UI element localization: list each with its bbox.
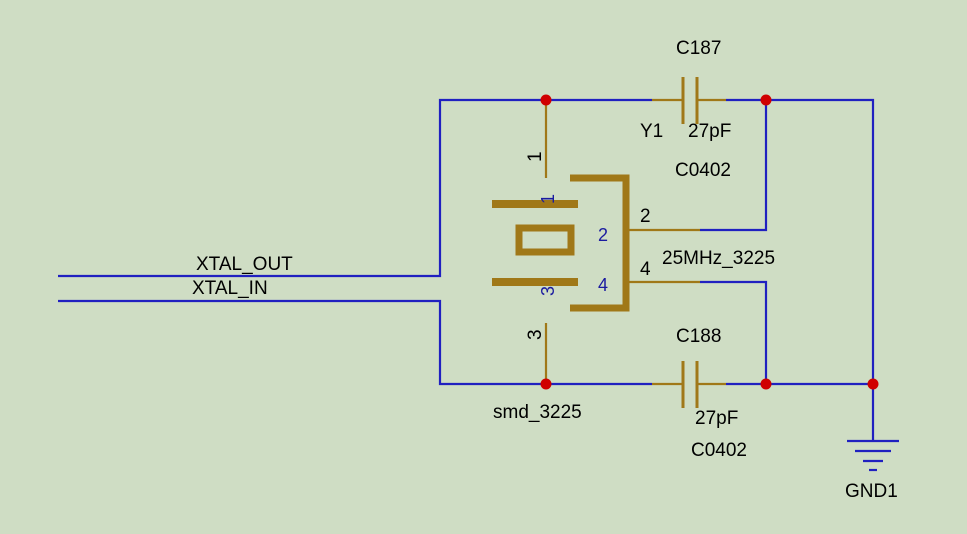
crystal-ref: Y1: [640, 121, 663, 142]
c188-footprint: C0402: [691, 440, 747, 461]
wire-c187-right[interactable]: [726, 98, 875, 441]
net-label-xtal-in: XTAL_IN: [192, 278, 268, 299]
junction-dot: [760, 378, 772, 390]
junction-dot: [540, 94, 552, 106]
pin-1-inner: 1: [538, 194, 558, 204]
pin-3-outer: 3: [525, 329, 546, 340]
pin-2-inner: 2: [598, 225, 608, 245]
junction-dot: [540, 378, 552, 390]
capacitor-c187-icon[interactable]: [681, 77, 699, 124]
pin-2-outer: 2: [640, 206, 651, 227]
ground-icon: [847, 439, 899, 472]
crystal-case-bracket: [570, 174, 630, 312]
crystal-footprint: smd_3225: [493, 402, 582, 423]
component-leads: [544, 98, 726, 386]
junction-dot: [760, 94, 772, 106]
wire-pin4[interactable]: [700, 280, 768, 384]
wires: [58, 98, 875, 441]
pin-1-outer: 1: [525, 151, 546, 162]
c187-value: 27pF: [688, 121, 731, 142]
wire-pin2[interactable]: [700, 100, 768, 232]
crystal-element: [515, 224, 575, 256]
net-label-gnd: GND1: [845, 481, 898, 502]
wire-xtal-in[interactable]: [58, 299, 652, 386]
crystal-y1-icon[interactable]: [492, 174, 630, 312]
pin-3-inner: 3: [538, 286, 558, 296]
c188-value: 27pF: [695, 408, 738, 429]
c187-footprint: C0402: [675, 160, 731, 181]
capacitor-c188-icon[interactable]: [681, 361, 699, 408]
crystal-value: 25MHz_3225: [662, 248, 775, 269]
net-label-xtal-out: XTAL_OUT: [196, 254, 293, 275]
c188-ref: C188: [676, 326, 721, 347]
pin-4-outer: 4: [640, 259, 651, 280]
junction-dot: [867, 378, 879, 390]
c187-ref: C187: [676, 38, 721, 59]
junctions: [540, 94, 879, 390]
pin-4-inner: 4: [598, 275, 608, 295]
